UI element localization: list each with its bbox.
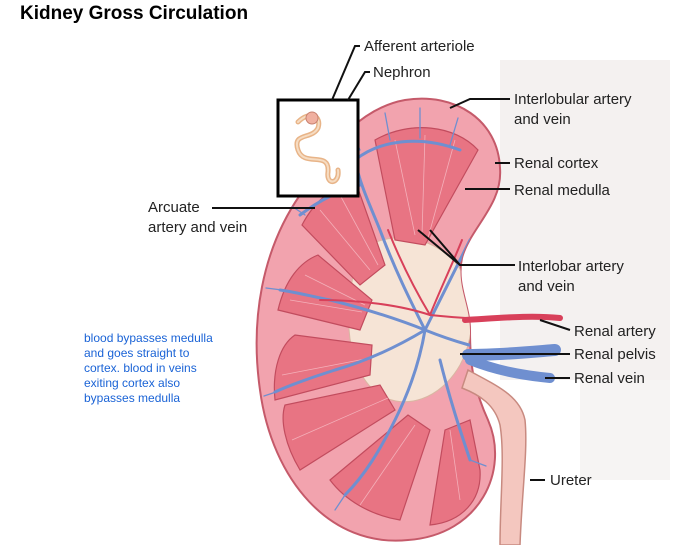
note-line: and goes straight to <box>84 346 190 360</box>
label-interlobar-line2: and vein <box>518 278 575 295</box>
label-renal-artery: Renal artery <box>574 323 656 340</box>
nephron-inset <box>276 98 360 198</box>
label-ureter: Ureter <box>550 472 592 489</box>
kidney <box>255 97 563 545</box>
label-afferent-arteriole: Afferent arteriole <box>364 38 475 55</box>
page-title: Kidney Gross Circulation <box>20 3 249 24</box>
renal-pyramids <box>273 127 481 526</box>
label-renal-vein: Renal vein <box>574 370 645 387</box>
label-interlobar-line1: Interlobar artery <box>518 258 624 275</box>
pyramid <box>282 384 396 471</box>
pyramid <box>429 419 481 526</box>
label-renal-pelvis: Renal pelvis <box>574 346 656 363</box>
note-line: blood bypasses medulla <box>84 331 213 345</box>
note-line: bypasses medulla <box>84 391 180 405</box>
labels: Afferent arteriole Nephron Interlobular … <box>148 38 656 489</box>
note-line: exiting cortex also <box>84 376 180 390</box>
label-renal-cortex: Renal cortex <box>514 155 599 172</box>
pyramid <box>374 127 479 246</box>
label-arcuate-line1: Arcuate <box>148 199 200 216</box>
label-renal-medulla: Renal medulla <box>514 182 611 199</box>
label-nephron: Nephron <box>373 64 431 81</box>
pyramid <box>329 414 431 521</box>
pyramid <box>277 254 373 331</box>
note-line: cortex. blood in veins <box>84 361 197 375</box>
vessels <box>263 107 501 511</box>
label-arcuate-line2: artery and vein <box>148 219 247 236</box>
annotation-note: blood bypasses medulla and goes straight… <box>84 331 213 405</box>
leader-lines <box>212 45 571 481</box>
label-interlobular-line1: Interlobular artery <box>514 91 632 108</box>
background-shading <box>500 60 670 480</box>
label-interlobular-line2: and vein <box>514 111 571 128</box>
